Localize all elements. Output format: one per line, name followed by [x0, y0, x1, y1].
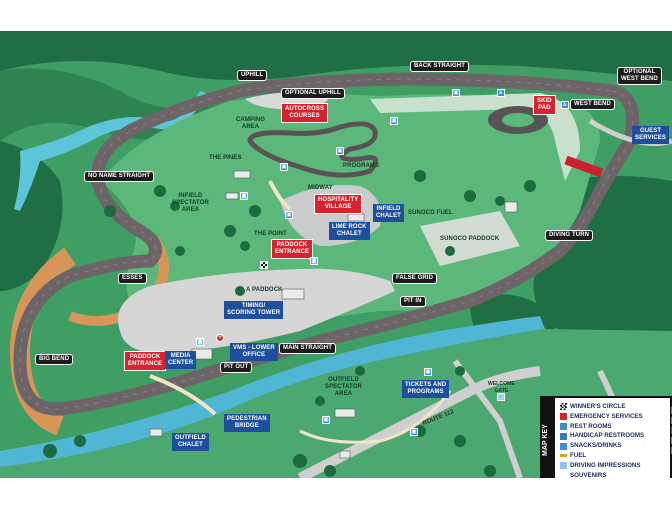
paddock-entrance-sign: PADDOCK ENTRANCE — [271, 239, 314, 259]
media-center-sign: MEDIA CENTER — [165, 351, 197, 369]
snack-drink-icon: ◙ — [240, 192, 248, 200]
back-straight-label: BACK STRAIGHT — [410, 61, 469, 72]
infield-chalet-sign: INFIELD CHALET — [373, 204, 404, 222]
legend-item-driving-impressions: DRIVING IMPRESSIONS — [560, 461, 644, 471]
checkered-flag-icon — [560, 403, 567, 411]
midway-label: MIDWAY — [308, 185, 333, 191]
main-straight-label: MAIN STRAIGHT — [279, 343, 336, 354]
welcome-gate-label: WELCOME GATE — [488, 381, 515, 394]
no-name-straight-label: NO NAME STRAIGHT — [84, 171, 155, 182]
restroom-icon: ▣ — [285, 211, 293, 219]
big-bend-label: BIG BEND — [35, 354, 74, 365]
autocross-courses-sign: AUTOCROSS COURSES — [281, 103, 329, 123]
fuel-icon — [560, 454, 567, 458]
restroom-icon: ▣ — [322, 416, 330, 424]
handicap-icon — [560, 432, 567, 440]
emergency-services-icon: + — [216, 334, 224, 342]
souvenir-icon — [560, 462, 567, 470]
pit-out-label: PIT OUT — [220, 362, 253, 373]
the-point-label: THE POINT — [254, 231, 287, 237]
timing-scoring-tower-sign: TIMING/ SCORING TOWER — [224, 301, 284, 319]
snack-icon — [560, 442, 567, 450]
optional-west-bend-label: OPTIONAL WEST BEND — [617, 67, 662, 85]
camping-area-label: CAMPING AREA — [236, 117, 266, 130]
handicap-restroom-icon: ♿ — [561, 101, 569, 109]
hospitality-village-sign: HOSPITALITY VILLAGE — [314, 194, 363, 214]
uphill-label: UPHILL — [237, 70, 268, 81]
emergency-cross-icon — [560, 413, 567, 421]
skid-pad-sign: SKID PAD — [533, 95, 556, 115]
guest-services-sign: GUEST SERVICES — [632, 126, 670, 144]
sunoco-paddock-label: SUNOCO PADDOCK — [440, 236, 500, 242]
vms-lower-office-sign: VMS - LOWER OFFICE — [230, 343, 278, 361]
programs-label: PROGRAMS — [343, 163, 380, 169]
restroom-icon: ▣ — [424, 368, 432, 376]
restroom-icon: ▣ — [452, 89, 460, 97]
the-pines-label: THE PINES — [209, 155, 242, 161]
snack-drink-icon: ◙ — [310, 257, 318, 265]
optional-uphill-label: OPTIONAL UPHILL — [281, 88, 345, 99]
sunoco-fuel-label: SUNOCO FUEL — [408, 210, 453, 216]
restroom-icon: ▣ — [280, 163, 288, 171]
map-key: MAP KEY WINNER'S CIRCLE EMERGENCY SERVIC… — [540, 396, 672, 478]
restroom-icon: ▣ — [390, 117, 398, 125]
diving-turn-label: DIVING TURN — [545, 230, 594, 241]
legend-item-winners-circle: WINNER'S CIRCLE — [560, 402, 644, 412]
restroom-icon — [560, 422, 567, 430]
legend-item-snacks-drinks: SNACKS/DRINKS — [560, 441, 644, 451]
paddock-entrance-sign-2: PADDOCK ENTRANCE — [124, 351, 167, 371]
pit-in-label: PIT IN — [400, 296, 426, 307]
lime-rock-chalet-sign: LIME ROCK CHALET — [329, 222, 370, 240]
outfield-spectator-area-label: OUTFIELD SPECTATOR AREA — [325, 377, 362, 397]
souvenir-icon: ▢ — [497, 393, 505, 401]
a-paddock-label: A PADDOCK — [246, 287, 283, 293]
legend-item-souvenirs: SOUVENIRS — [560, 471, 644, 478]
racetrack-map: UPHILL BACK STRAIGHT OPTIONAL WEST BEND … — [0, 31, 672, 478]
tickets-and-programs-sign: TICKETS AND PROGRAMS — [402, 380, 450, 398]
winners-circle-icon — [260, 261, 268, 269]
pedestrian-bridge-sign: PEDESTRIAN BRIDGE — [224, 414, 270, 432]
west-bend-label: WEST BEND — [570, 99, 615, 110]
spacer — [560, 472, 567, 478]
snack-drink-icon: ◙ — [196, 338, 204, 346]
map-key-list: WINNER'S CIRCLE EMERGENCY SERVICES REST … — [555, 398, 644, 478]
false-grid-label: FALSE GRID — [392, 273, 438, 284]
esses-label: ESSES — [118, 273, 147, 284]
infield-spectator-area-label: INFIELD SPECTATOR AREA — [172, 193, 209, 213]
map-key-list-col2: P H R T G L — [666, 402, 672, 465]
legend-item-emergency: EMERGENCY SERVICES — [560, 412, 644, 422]
restroom-icon: ▣ — [336, 147, 344, 155]
restroom-icon: ▣ — [410, 428, 418, 436]
map-key-title: MAP KEY — [542, 398, 555, 478]
legend-item-handicap-restrooms: HANDICAP RESTROOMS — [560, 431, 644, 441]
legend-item-rest-rooms: REST ROOMS — [560, 422, 644, 432]
handicap-restroom-icon: ♿ — [497, 89, 505, 97]
outfield-chalet-sign: OUTFIELD CHALET — [172, 433, 209, 451]
legend-item-fuel: FUEL — [560, 451, 644, 461]
